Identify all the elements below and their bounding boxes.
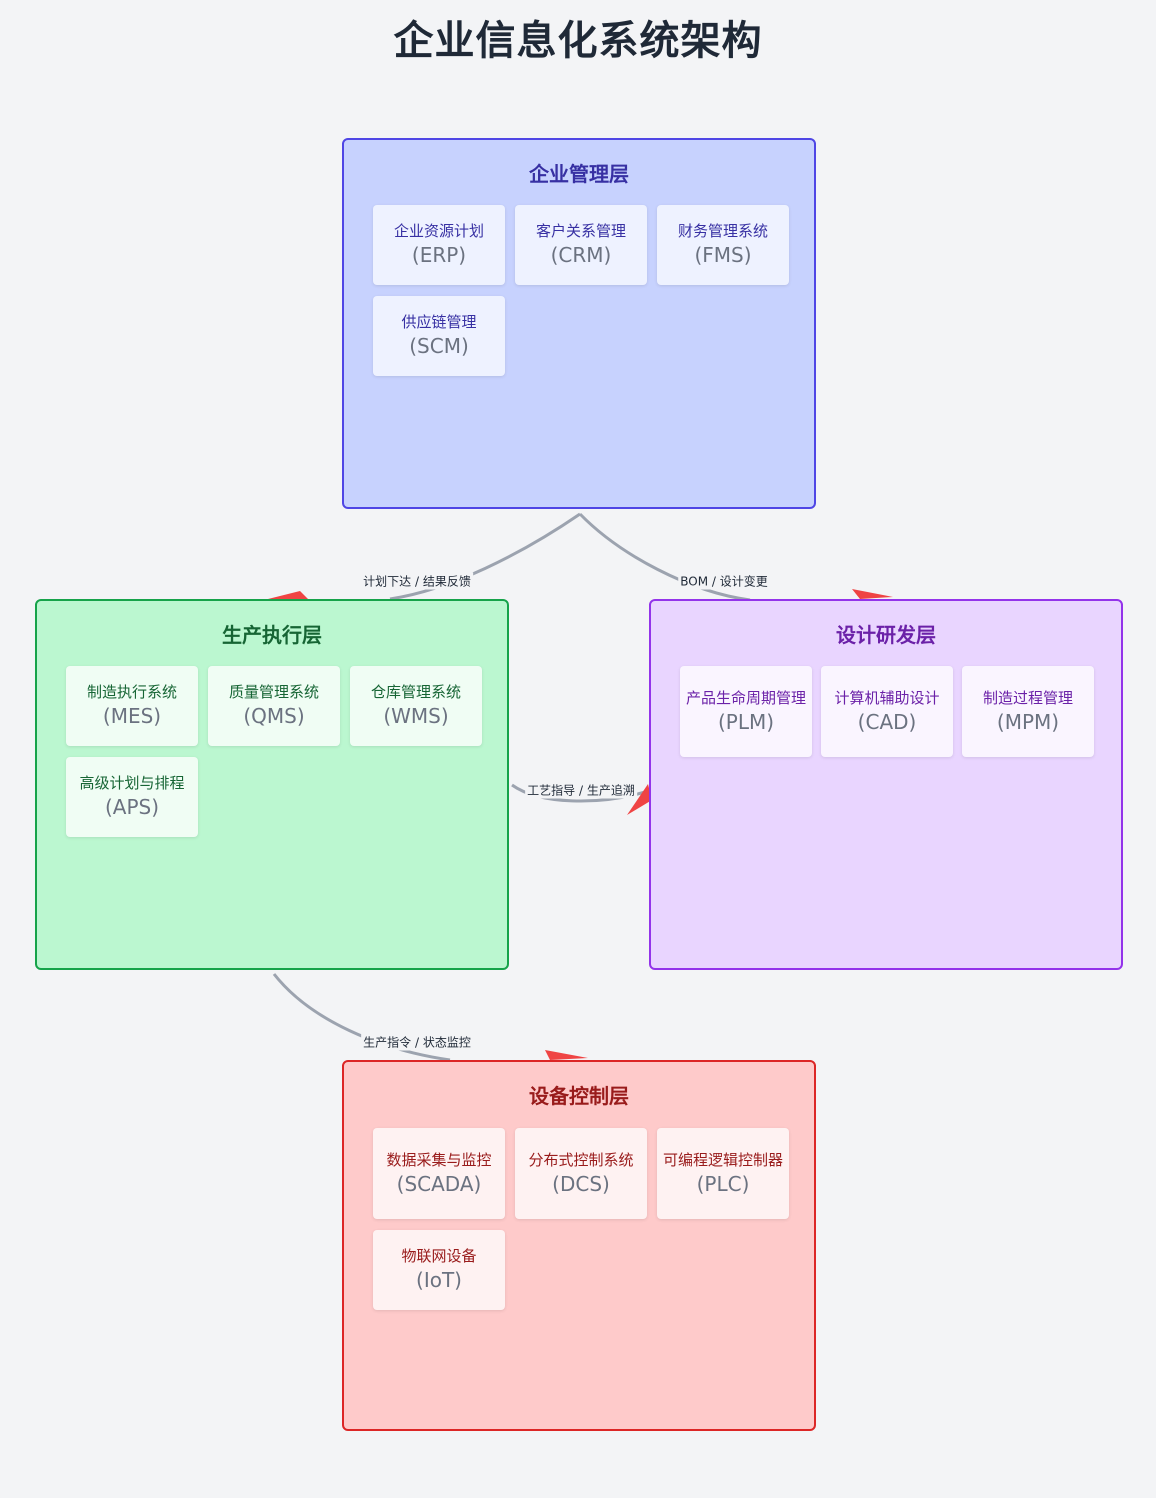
system-card-mpm[interactable]: 制造过程管理 (MPM) (962, 666, 1094, 757)
system-abbr: (APS) (104, 795, 160, 819)
system-card-aps[interactable]: 高级计划与排程 (APS) (66, 757, 198, 837)
system-name: 产品生命周期管理 (686, 688, 807, 707)
layer-title: 设备控制层 (529, 1084, 629, 1108)
system-name: 财务管理系统 (677, 222, 768, 240)
system-card-wms[interactable]: 仓库管理系统 (WMS) (350, 666, 482, 746)
system-name: 制造执行系统 (86, 683, 177, 701)
system-name: 可编程逻辑控制器 (663, 1150, 784, 1169)
arrowhead-production (268, 591, 308, 599)
layer-title: 企业管理层 (529, 162, 629, 186)
system-abbr: (SCM) (409, 334, 469, 358)
system-name: 企业资源计划 (393, 222, 484, 240)
layer-design-rd: 设计研发层 产品生命周期管理 (PLM) 计算机辅助设计 (CAD) 制造过程管… (649, 599, 1123, 970)
layer-production-execution: 生产执行层 制造执行系统 (MES) 质量管理系统 (QMS) 仓库管理系统 (… (35, 599, 509, 970)
system-card-iot[interactable]: 物联网设备 (IoT) (373, 1230, 505, 1310)
edge-label-bom-change: BOM / 设计变更 (678, 572, 770, 590)
system-card-plm[interactable]: 产品生命周期管理 (PLM) (680, 666, 812, 757)
system-name: 数据采集与监控 (386, 1150, 492, 1169)
system-card-fms[interactable]: 财务管理系统 (FMS) (657, 205, 789, 285)
system-abbr: (PLC) (696, 1171, 750, 1196)
system-abbr: (FMS) (694, 243, 752, 267)
diagram-title: 企业信息化系统架构 (393, 18, 763, 64)
system-card-dcs[interactable]: 分布式控制系统 (DCS) (515, 1128, 647, 1219)
system-card-scm[interactable]: 供应链管理 (SCM) (373, 296, 505, 376)
system-abbr: (DCS) (552, 1171, 610, 1196)
system-card-cad[interactable]: 计算机辅助设计 (CAD) (821, 666, 953, 757)
layer-equipment-control: 设备控制层 数据采集与监控 (SCADA) 分布式控制系统 (DCS) 可编程逻… (342, 1060, 816, 1431)
system-name: 供应链管理 (401, 313, 477, 331)
system-name: 制造过程管理 (982, 688, 1073, 707)
system-abbr: (ERP) (411, 243, 467, 267)
system-card-mes[interactable]: 制造执行系统 (MES) (66, 666, 198, 746)
edge-label-process-trace: 工艺指导 / 生产追溯 (525, 781, 637, 799)
layer-enterprise-management: 企业管理层 企业资源计划 (ERP) 客户关系管理 (CRM) 财务管理系统 (… (342, 138, 816, 509)
system-card-scada[interactable]: 数据采集与监控 (SCADA) (373, 1128, 505, 1219)
edge-label-plan-feedback: 计划下达 / 结果反馈 (361, 572, 473, 590)
system-abbr: (PLM) (717, 709, 775, 734)
system-card-crm[interactable]: 客户关系管理 (CRM) (515, 205, 647, 285)
system-abbr: (CRM) (550, 243, 612, 267)
system-card-erp[interactable]: 企业资源计划 (ERP) (373, 205, 505, 285)
layer-title: 生产执行层 (222, 623, 322, 647)
edge-label-command-monitor: 生产指令 / 状态监控 (361, 1033, 473, 1051)
system-name: 分布式控制系统 (528, 1150, 634, 1169)
system-card-qms[interactable]: 质量管理系统 (QMS) (208, 666, 340, 746)
system-abbr: (MES) (102, 704, 162, 728)
system-abbr: (WMS) (383, 704, 449, 728)
system-abbr: (CAD) (857, 709, 917, 734)
system-name: 客户关系管理 (535, 222, 626, 240)
system-abbr: (SCADA) (396, 1171, 482, 1196)
system-abbr: (QMS) (243, 704, 305, 728)
arrowhead-design (852, 589, 893, 599)
system-name: 高级计划与排程 (79, 774, 185, 792)
system-name: 计算机辅助设计 (834, 688, 940, 707)
system-name: 物联网设备 (401, 1247, 477, 1265)
arrowhead-equipment (545, 1050, 588, 1060)
system-abbr: (MPM) (996, 709, 1060, 734)
system-abbr: (IoT) (416, 1268, 462, 1292)
system-name: 仓库管理系统 (370, 683, 461, 701)
layer-title: 设计研发层 (836, 623, 936, 647)
system-card-plc[interactable]: 可编程逻辑控制器 (PLC) (657, 1128, 789, 1219)
system-name: 质量管理系统 (228, 683, 319, 701)
